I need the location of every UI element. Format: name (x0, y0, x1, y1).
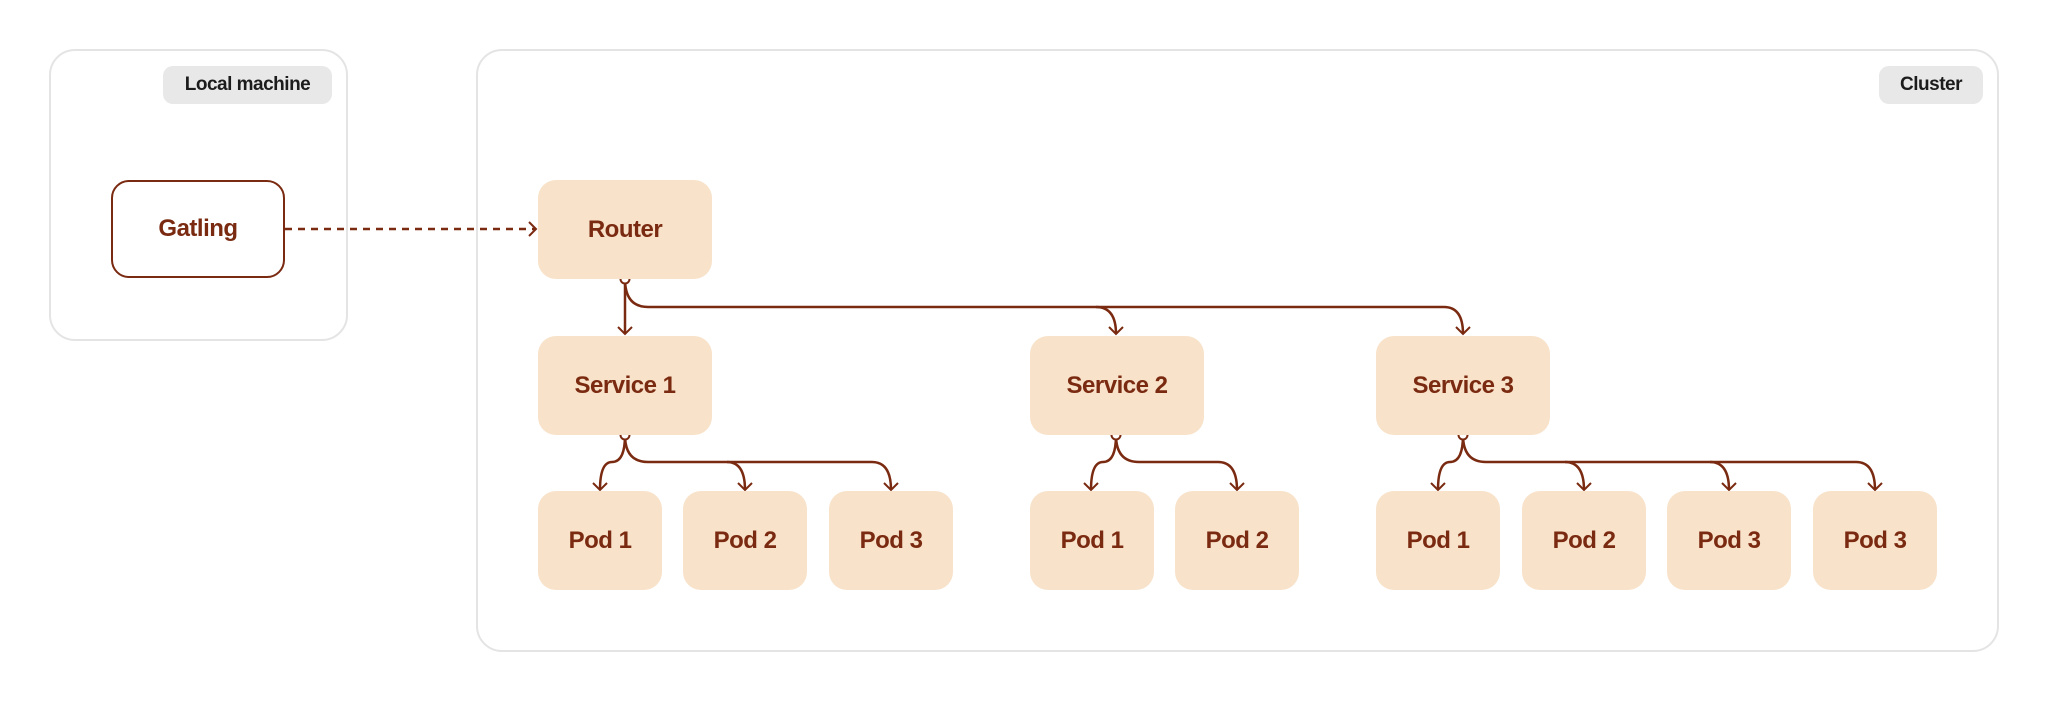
local-machine-label: Local machine (163, 66, 332, 104)
cluster-label: Cluster (1879, 66, 1983, 104)
router-node: Router (538, 180, 712, 279)
service2-node: Service 2 (1030, 336, 1204, 435)
service1-pod3-node: Pod 3 (829, 491, 953, 590)
service1-pod1-node: Pod 1 (538, 491, 662, 590)
service3-pod2-node: Pod 2 (1522, 491, 1646, 590)
cluster-group (476, 49, 1999, 652)
service1-node: Service 1 (538, 336, 712, 435)
service3-pod4-node: Pod 3 (1813, 491, 1937, 590)
service2-pod1-node: Pod 1 (1030, 491, 1154, 590)
local-machine-group (49, 49, 348, 341)
service2-pod2-node: Pod 2 (1175, 491, 1299, 590)
service3-node: Service 3 (1376, 336, 1550, 435)
gatling-node: Gatling (111, 180, 285, 278)
service3-pod1-node: Pod 1 (1376, 491, 1500, 590)
service1-pod2-node: Pod 2 (683, 491, 807, 590)
service3-pod3-node: Pod 3 (1667, 491, 1791, 590)
